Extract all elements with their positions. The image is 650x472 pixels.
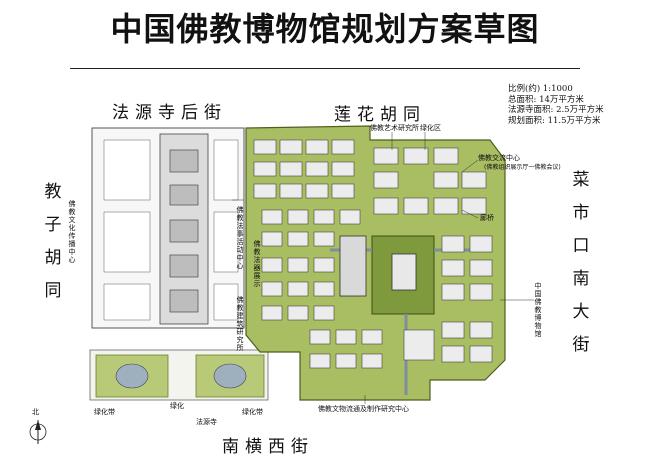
label-green-zone: 绿化区 [420,124,441,132]
label-exchange-sub: (佛教组织展示厅一佛教会议) [484,164,561,171]
street-caishikou: 菜市口南大街 [572,170,590,355]
fayuan-temple-area [91,127,245,329]
label-green-belt-a: 绿化带 [94,408,115,416]
legend-scale: 比例(约) 1:1000 [508,84,573,94]
legend-temple-area: 法源寺面积: 2.5万平方米 [508,105,604,115]
label-exhibition: 佛教法器展示 [253,240,261,288]
title-rule [70,68,580,69]
label-museum: 中国佛教博物馆 [534,282,542,338]
label-culture-center: 佛教文化传播中心 [68,200,76,264]
label-exchange-center: 佛教交流中心 [478,154,520,162]
label-north: 北 [32,408,39,416]
label-green-belt-b: 绿化 [170,402,184,410]
museum-campus [245,125,506,401]
page-title: 中国佛教博物馆规划方案草图 [110,10,540,48]
label-temple: 法源寺 [196,418,217,426]
street-lianhua: 莲花胡同 [334,105,426,125]
label-relic-center: 佛教文物流通及制作研究中心 [318,405,409,413]
label-art-institute: 佛教艺术研究所 [370,124,419,132]
leader-lines [232,132,534,404]
label-green-belt-c: 绿化带 [242,408,263,416]
legend-plan-area: 规划面积: 11.5万平方米 [508,115,601,126]
south-green-belt [89,349,269,401]
street-fayuansi-hou: 法源寺后街 [112,103,227,123]
legend-total-area: 总面积: 14万平方米 [508,94,584,105]
north-arrow [29,420,47,444]
legend: 比例(约) 1:1000 总面积: 14万平方米 法源寺面积: 2.5万平方米 … [508,84,648,126]
label-dharma-center: 佛教法事活动中心 [236,206,244,270]
label-research: 佛教建筑研究所 [236,296,244,352]
label-pavilion: 廊桥 [480,214,494,222]
street-jiaozi: 教子胡同 [44,182,62,301]
street-nanheng: 南横西街 [222,437,314,457]
